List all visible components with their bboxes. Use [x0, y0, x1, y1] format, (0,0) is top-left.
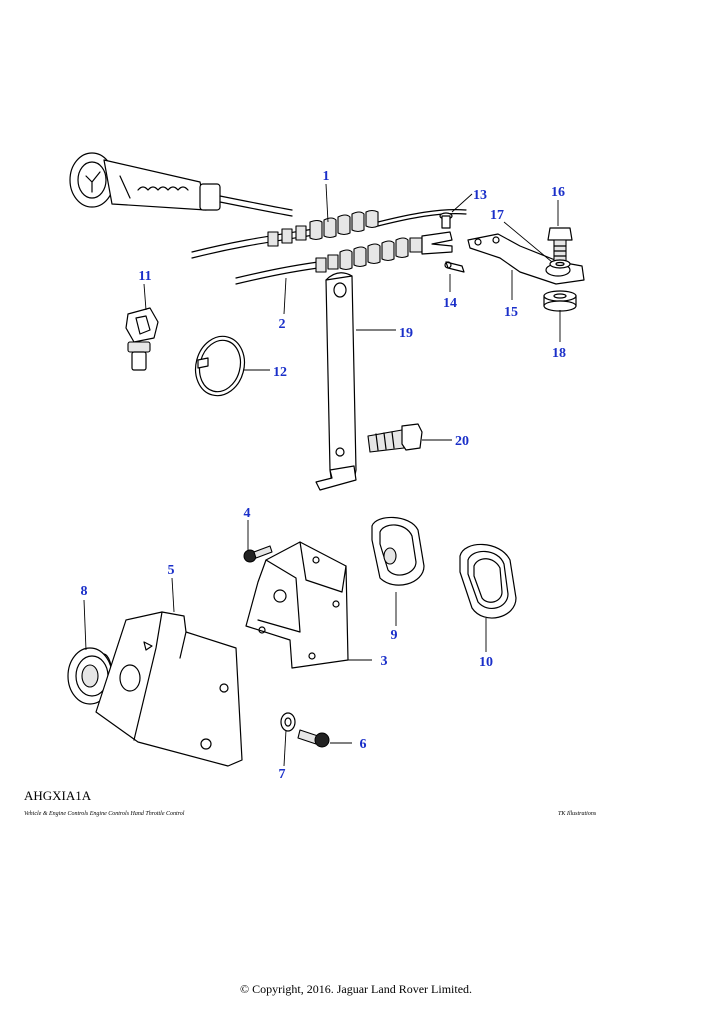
callout-19: 19 [399, 326, 413, 341]
cable-clip-part-11 [125, 307, 159, 371]
callout-6: 6 [360, 737, 367, 752]
callout-15: 15 [504, 305, 518, 320]
callout-3: 3 [381, 654, 388, 669]
leader-lines [83, 183, 561, 767]
bolt-part-16 [547, 227, 573, 263]
mounting-bracket-part-3 [245, 541, 349, 669]
callout-8: 8 [81, 584, 88, 599]
callout-14: 14 [443, 296, 457, 311]
circlip-part-12 [194, 335, 246, 397]
callout-12: 12 [273, 365, 287, 380]
grommet-part-9 [371, 516, 425, 586]
split-pin-part-14 [444, 261, 465, 273]
callout-2: 2 [279, 317, 286, 332]
throttle-cable-part-1 [69, 152, 467, 259]
callout-18: 18 [552, 346, 566, 361]
cover-plate-part-5 [95, 611, 243, 767]
copyright-notice: © Copyright, 2016. Jaguar Land Rover Lim… [239, 982, 473, 996]
lever-part-15 [467, 233, 585, 285]
screw-part-4 [243, 545, 273, 563]
callout-1: 1 [323, 169, 330, 184]
screw-part-6 [297, 729, 330, 748]
callout-10: 10 [479, 655, 493, 670]
diagram-code: AHGXIA1A [24, 788, 92, 803]
illustration-credit: TK Illustrations [558, 811, 597, 817]
callout-5: 5 [168, 563, 175, 578]
callout-17: 17 [490, 208, 504, 223]
callout-13: 13 [473, 188, 487, 203]
throttle-cable-part-2 [235, 231, 453, 285]
callout-7: 7 [279, 767, 286, 782]
callout-labels: 1 2 3 4 5 6 7 8 9 10 11 12 13 14 15 16 1… [81, 169, 567, 782]
bush-part-18 [543, 290, 577, 312]
washer-part-7 [280, 712, 296, 732]
bush-part-8 [67, 647, 113, 705]
grommet-part-10 [459, 543, 517, 619]
callout-20: 20 [455, 434, 469, 449]
callout-4: 4 [244, 506, 251, 521]
callout-11: 11 [138, 269, 151, 284]
callout-9: 9 [391, 628, 398, 643]
bracket-part-19 [315, 272, 357, 491]
pin-part-13 [439, 212, 453, 229]
diagram-caption: Vehicle & Engine Controls Engine Control… [24, 811, 185, 817]
bolt-part-20 [367, 423, 423, 453]
washer-part-17 [549, 259, 571, 269]
callout-16: 16 [551, 185, 565, 200]
